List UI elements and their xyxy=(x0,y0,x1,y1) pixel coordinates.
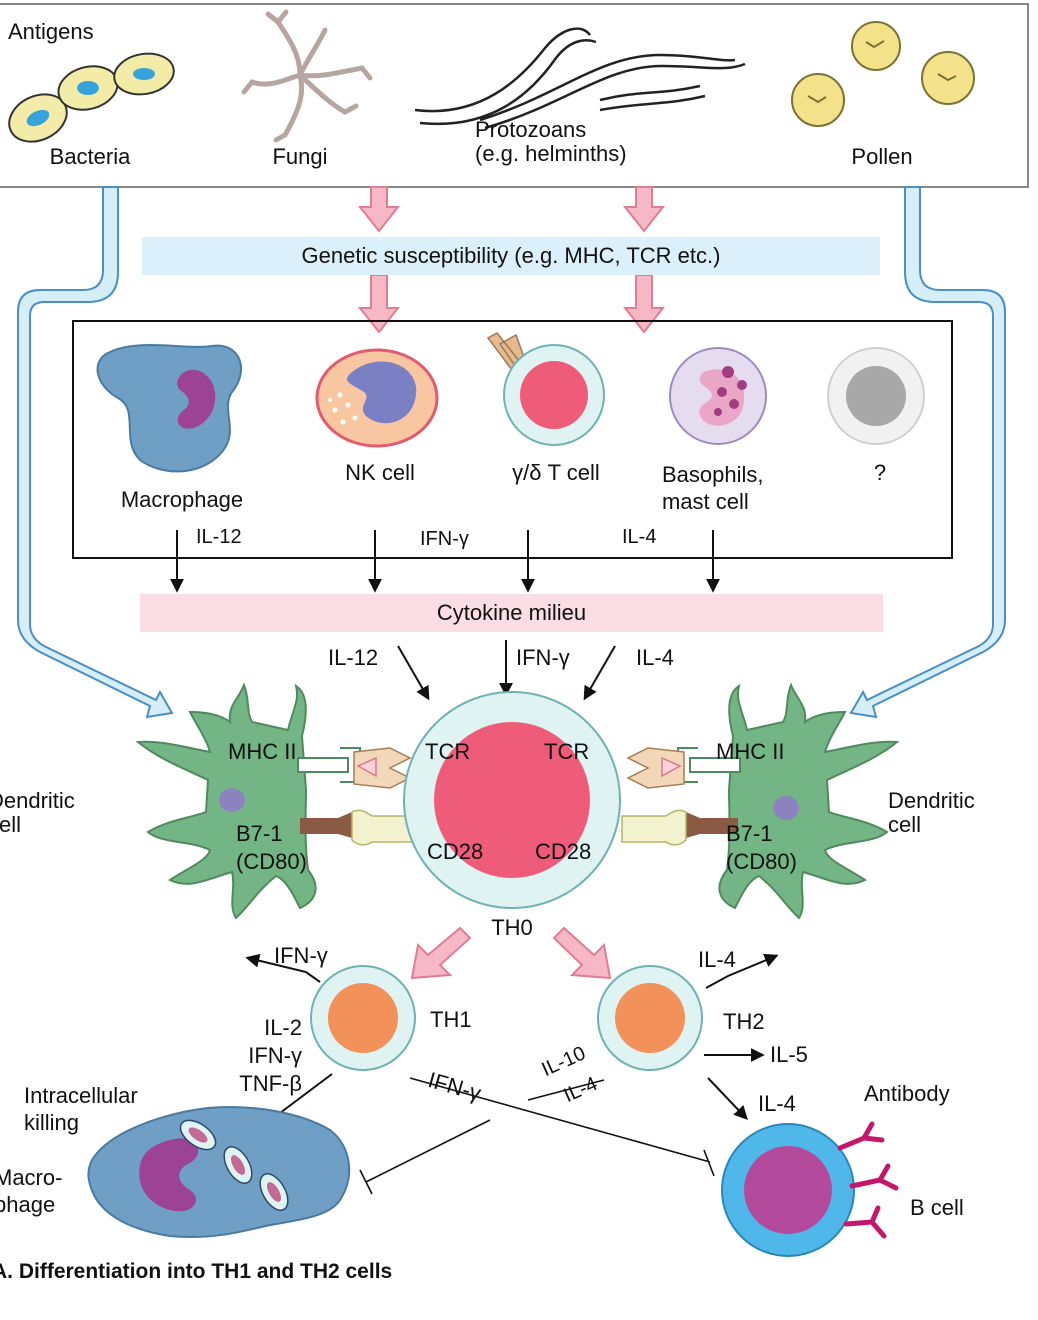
macrophage-label: Macrophage xyxy=(120,487,244,512)
nk-cell-icon xyxy=(315,348,439,448)
protozoans-icon xyxy=(414,27,746,130)
milieu-ifng-label: IFN-γ xyxy=(516,645,570,670)
cd28-left-label: CD28 xyxy=(427,839,484,864)
macrophage-cell-icon xyxy=(96,344,242,473)
pollen-icon xyxy=(791,21,975,127)
b7-cd28-complex-right xyxy=(621,809,738,846)
milieu-il4-label: IL-4 xyxy=(636,645,674,670)
fungi-icon xyxy=(241,9,373,143)
cytokine-milieu-bar xyxy=(140,594,883,632)
th2-il4-bcell-label: IL-4 xyxy=(758,1091,796,1116)
b7-left-label: B7-1 (CD80) xyxy=(236,821,307,874)
inhibition-lines xyxy=(359,1077,715,1195)
box-il4-label: IL-4 xyxy=(622,526,657,548)
bacteria-icon xyxy=(8,52,175,143)
dendritic-left-label: Dendritic cell xyxy=(0,788,75,837)
th1-cytokine-list: IL-2 IFN-γ TNF-β xyxy=(239,1015,302,1096)
box-ifng-label: IFN-γ xyxy=(420,528,469,550)
th1-ifng-out-label: IFN-γ xyxy=(274,943,328,968)
th1-cell-icon xyxy=(310,965,416,1071)
gamma-delta-t-cell-icon xyxy=(486,332,605,446)
tcr-left-label: TCR xyxy=(425,739,471,764)
secretion-arrows xyxy=(245,953,779,1124)
innate-cell-box xyxy=(72,320,953,559)
protozoans-label: Protozoans (e.g. helminths) xyxy=(475,117,627,166)
basophil-cell-icon xyxy=(669,347,767,445)
dendritic-right-label: Dendritic cell xyxy=(888,788,975,837)
mhc-right-label: MHC II xyxy=(716,739,785,764)
unknown-cell-label: ? xyxy=(873,460,887,485)
bacteria-label: Bacteria xyxy=(49,144,131,169)
dendritic-cell-left-icon xyxy=(135,682,317,920)
b7-cd28-complex-left xyxy=(300,809,417,846)
genetic-susceptibility-label: Genetic susceptibility (e.g. MHC, TCR et… xyxy=(301,243,721,268)
fungi-label: Fungi xyxy=(272,144,328,169)
milieu-cytokine-arrows xyxy=(397,640,616,701)
effector-macrophage-label: Macro- phage xyxy=(0,1165,63,1217)
b-cell-icon xyxy=(721,1123,855,1257)
mhc-left-label: MHC II xyxy=(228,739,297,764)
antibody-icon xyxy=(837,1121,899,1239)
antibody-label: Antibody xyxy=(864,1081,950,1106)
gd-t-cell-label: γ/δ T cell xyxy=(512,460,600,485)
th2-il4-out-label: IL-4 xyxy=(698,947,736,972)
b-cell-label: B cell xyxy=(910,1195,964,1220)
basophils-label: Basophils, mast cell xyxy=(662,462,764,514)
pink-arrows-differentiation xyxy=(410,926,612,980)
genetic-susceptibility-bar xyxy=(142,237,880,275)
blue-antigen-arrow-right xyxy=(849,186,1006,719)
intracellular-killing-label: Intracellular killing xyxy=(24,1083,138,1135)
blue-antigen-arrow-left xyxy=(17,186,174,719)
box-cytokine-arrows xyxy=(170,530,720,593)
nk-cell-label: NK cell xyxy=(345,460,415,485)
tcr-right-label: TCR xyxy=(544,739,590,764)
th2-label: TH2 xyxy=(723,1009,765,1034)
box-il12-label: IL-12 xyxy=(196,526,242,548)
th2-il5-label: IL-5 xyxy=(770,1042,808,1067)
th0-cell-icon xyxy=(403,691,621,909)
th1-label: TH1 xyxy=(430,1007,472,1032)
effector-macrophage-icon xyxy=(87,1105,351,1239)
mhc-tcr-complex-left xyxy=(297,747,412,789)
figure-caption: A. Differentiation into TH1 and TH2 cell… xyxy=(0,1260,393,1283)
b7-right-label: B7-1 (CD80) xyxy=(726,821,797,874)
pink-arrows-top xyxy=(357,186,666,334)
th0-label: TH0 xyxy=(491,915,533,940)
antigens-heading: Antigens xyxy=(8,19,94,44)
pollen-label: Pollen xyxy=(851,144,913,169)
th2-cell-icon xyxy=(597,965,703,1071)
mhc-tcr-complex-right xyxy=(626,747,741,789)
cd28-right-label: CD28 xyxy=(535,839,592,864)
unknown-cell-icon xyxy=(827,347,925,445)
cytokine-milieu-label: Cytokine milieu xyxy=(436,600,587,625)
milieu-il12-label: IL-12 xyxy=(328,645,379,670)
dendritic-cell-right-icon xyxy=(718,682,900,920)
